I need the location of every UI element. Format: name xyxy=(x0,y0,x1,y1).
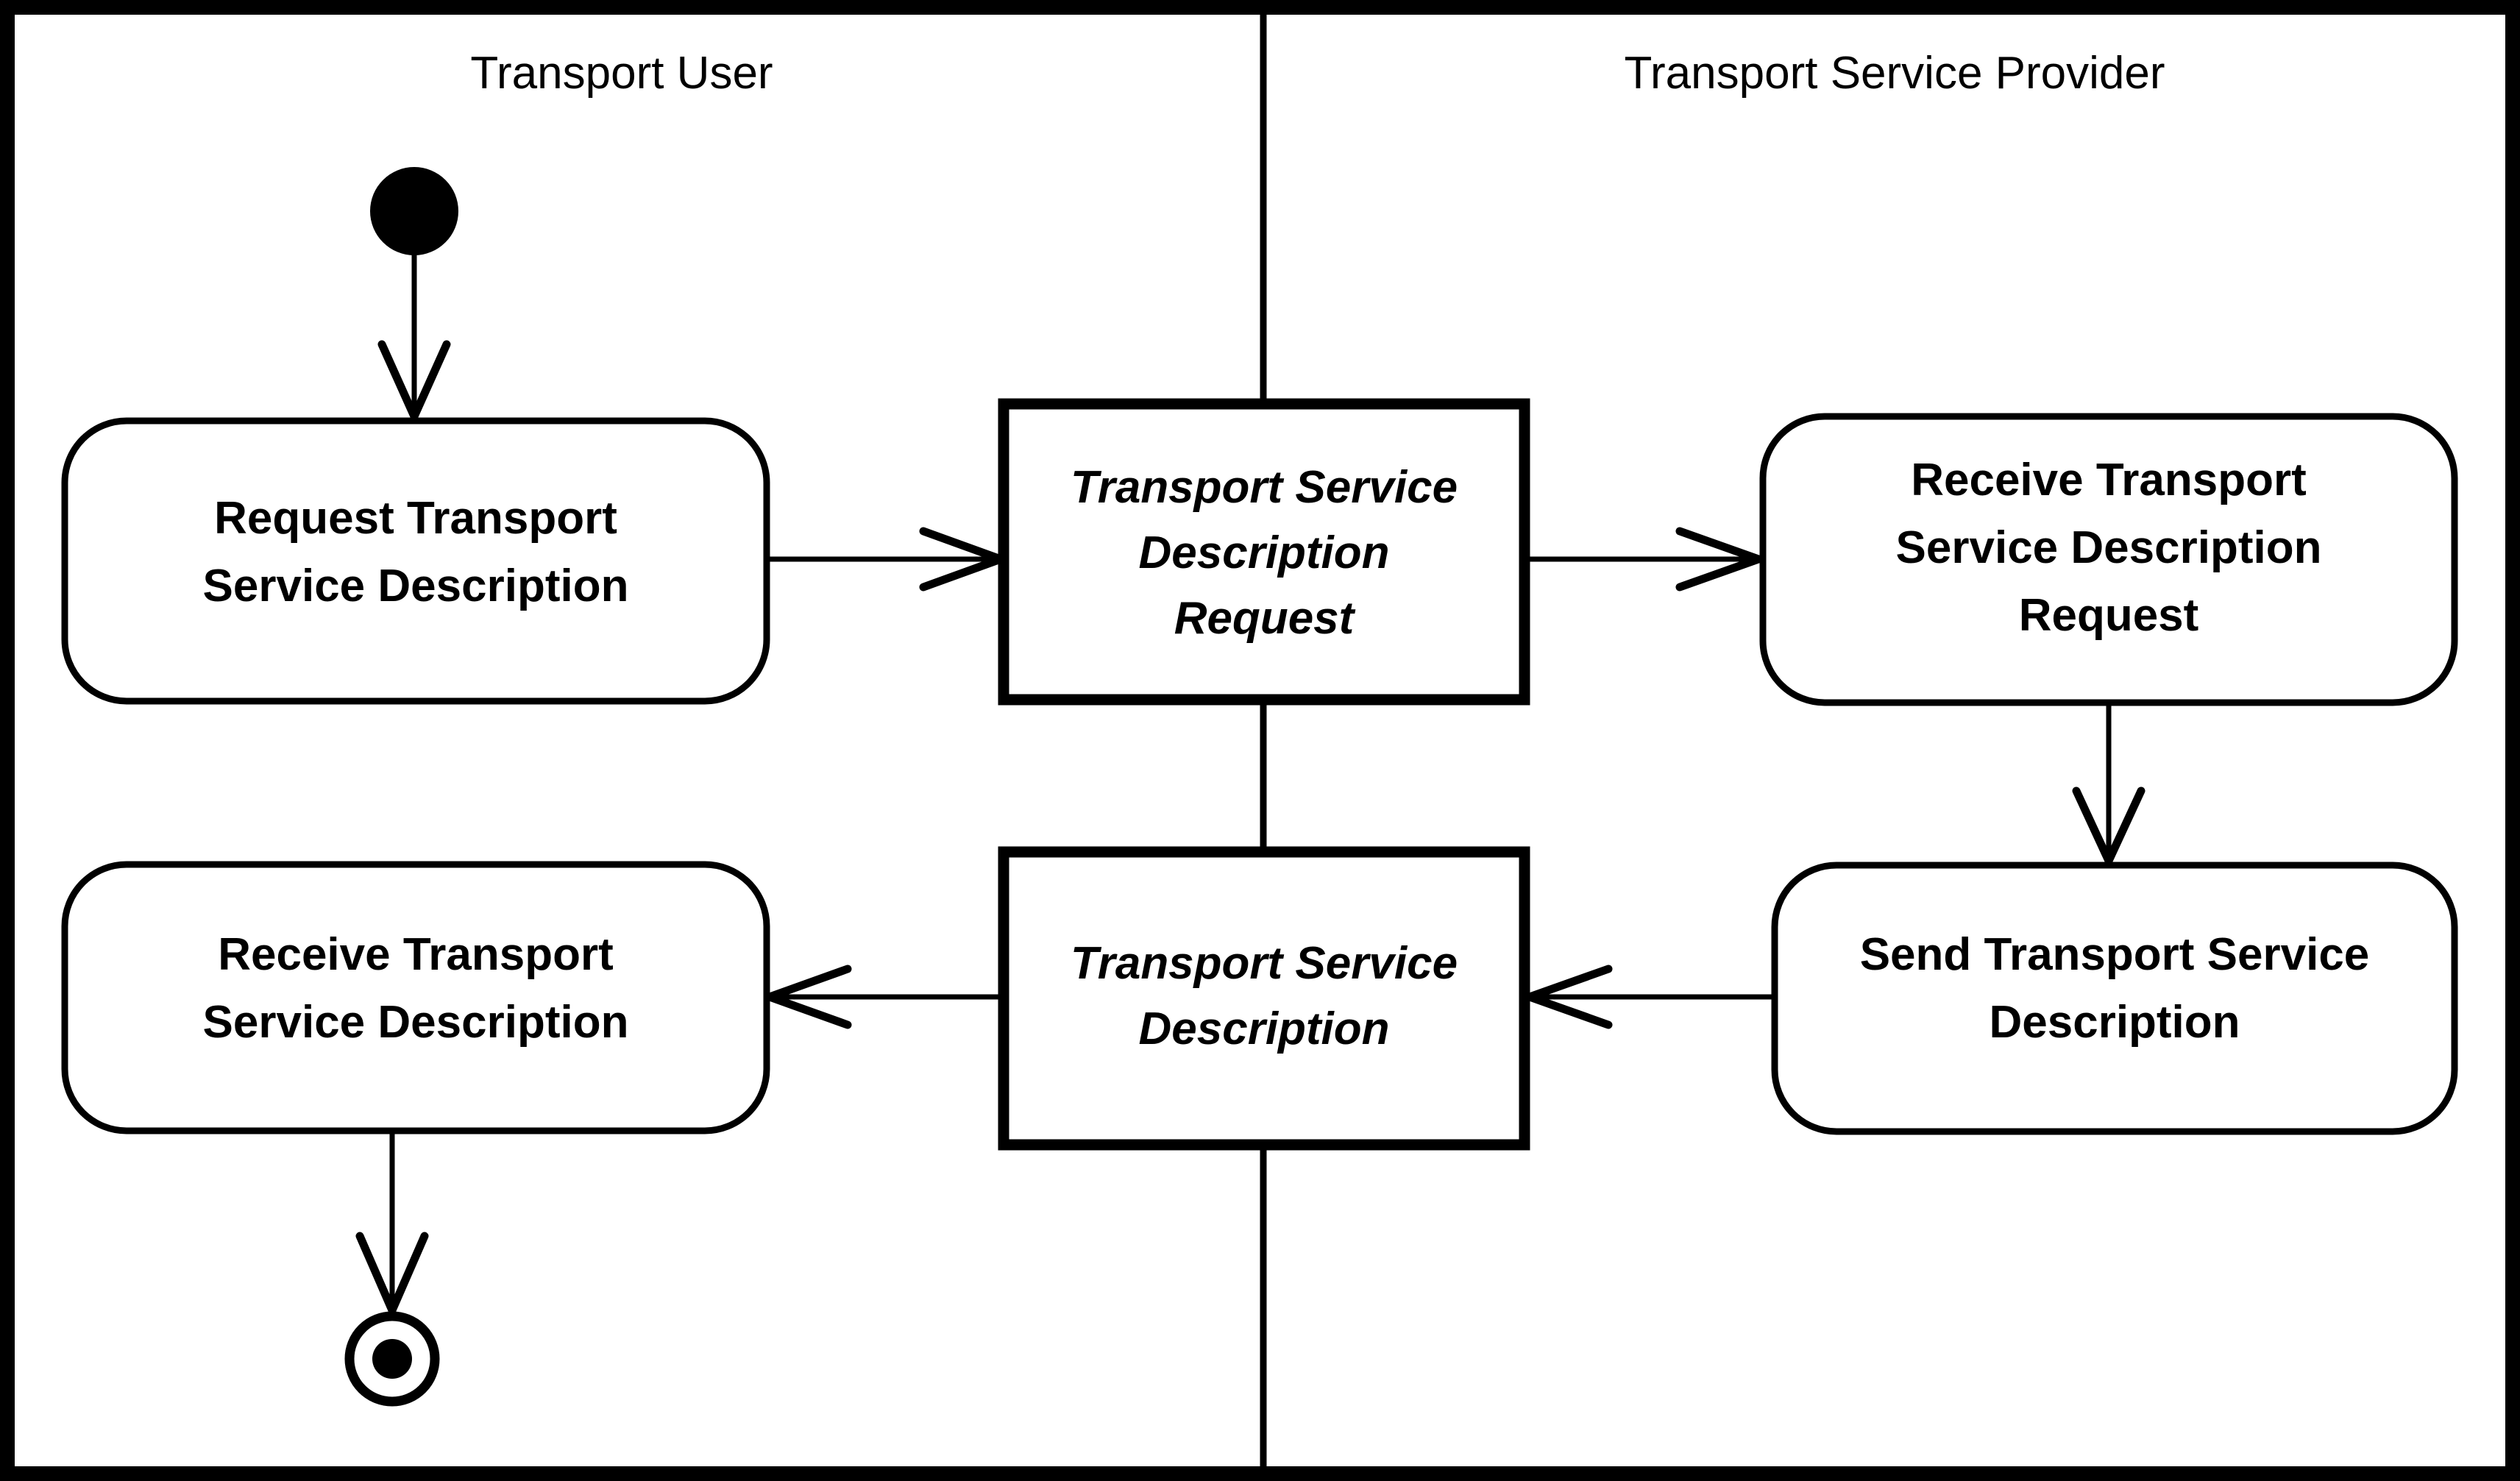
edge-send-to-object-description xyxy=(1517,965,1775,1029)
activity-label-line-1: Request Transport xyxy=(214,493,617,544)
edge-receive-to-final xyxy=(355,1131,429,1321)
lane-title-transport-service-provider: Transport Service Provider xyxy=(1624,48,2165,99)
activity-label-line-1: Receive Transport xyxy=(1911,455,2307,505)
object-label-line-1: Transport Service xyxy=(1071,938,1458,989)
object-transport-service-description-request[interactable]: Transport Service Description Request xyxy=(998,398,1530,706)
edge-request-to-object-request xyxy=(767,527,1013,592)
activity-request-transport-service-description[interactable]: Request Transport Service Description xyxy=(61,417,770,705)
final-node-dot xyxy=(372,1339,412,1379)
activity-label-line-1: Send Transport Service xyxy=(1860,929,2370,980)
activity-receive-transport-service-description-request[interactable]: Receive Transport Service Description Re… xyxy=(1759,413,2458,706)
object-shape xyxy=(998,398,1530,706)
object-label-line-2: Description xyxy=(1138,1004,1389,1054)
activity-label-line-3: Request xyxy=(2019,590,2199,641)
edge-object-description-to-receive xyxy=(757,965,1004,1029)
activity-label-line-2: Service Description xyxy=(203,561,629,611)
activity-label-line-2: Service Description xyxy=(203,997,629,1048)
activity-label-line-2: Description xyxy=(1989,997,2240,1048)
activity-send-transport-service-description[interactable]: Send Transport Service Description xyxy=(1771,862,2458,1135)
activity-shape xyxy=(61,861,770,1134)
object-shape xyxy=(998,846,1530,1151)
object-label-line-1: Transport Service xyxy=(1071,462,1458,513)
lane-title-transport-user: Transport User xyxy=(470,48,773,99)
initial-node[interactable] xyxy=(370,167,458,255)
edge-initial-to-request xyxy=(377,250,451,427)
object-label-line-3: Request xyxy=(1174,593,1356,644)
edge-receive-request-to-send xyxy=(2072,703,2145,871)
object-label-line-2: Description xyxy=(1138,528,1389,578)
activity-label-line-1: Receive Transport xyxy=(218,929,614,980)
edge-object-request-to-receive-request xyxy=(1525,527,1771,592)
activity-label-line-2: Service Description xyxy=(1896,522,2322,573)
final-node[interactable] xyxy=(344,1311,440,1407)
activity-receive-transport-service-description[interactable]: Receive Transport Service Description xyxy=(61,861,770,1134)
object-transport-service-description[interactable]: Transport Service Description xyxy=(998,846,1530,1151)
